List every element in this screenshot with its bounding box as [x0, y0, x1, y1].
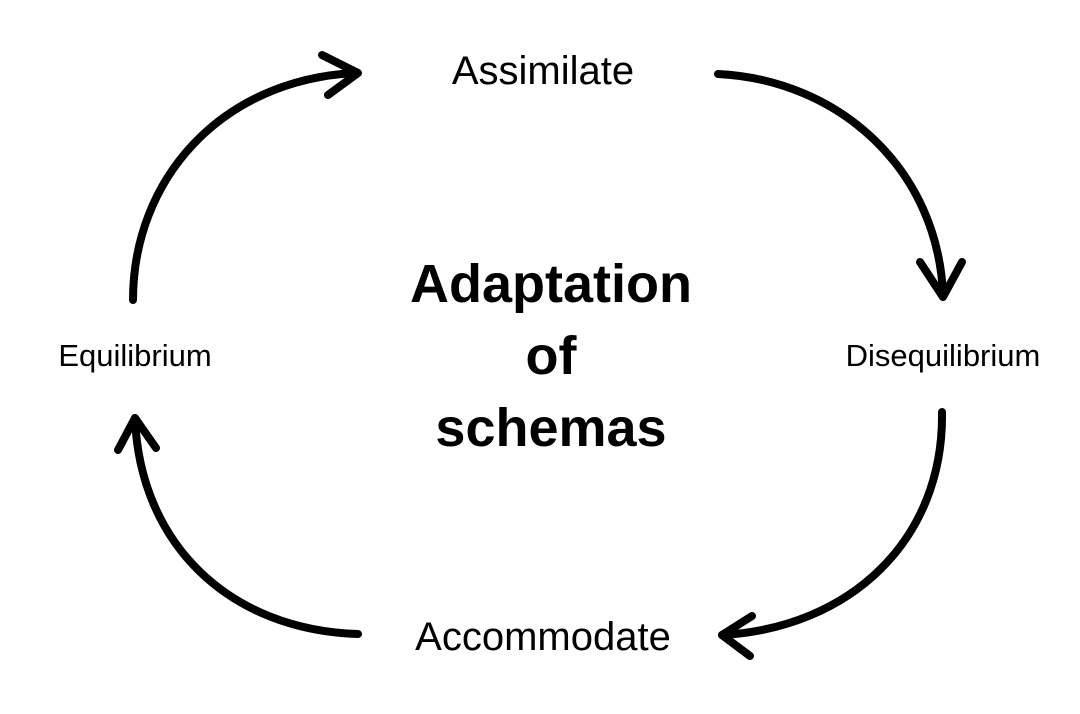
- arrow-accommodate-to-equilibrium: [114, 414, 362, 638]
- node-equilibrium: Equilibrium: [58, 338, 211, 373]
- center-title-line-2: of: [526, 326, 578, 386]
- arrow-disequilibrium-to-accommodate: [718, 408, 947, 660]
- node-assimilate: Assimilate: [452, 49, 634, 93]
- node-disequilibrium: Disequilibrium: [846, 338, 1041, 373]
- arrow-assimilate-to-disequilibrium: [714, 70, 966, 301]
- node-accommodate: Accommodate: [415, 615, 671, 659]
- center-title-line-3: schemas: [435, 398, 666, 458]
- center-title-line-1: Adaptation: [410, 254, 692, 314]
- arrow-equilibrium-to-assimilate: [129, 51, 362, 304]
